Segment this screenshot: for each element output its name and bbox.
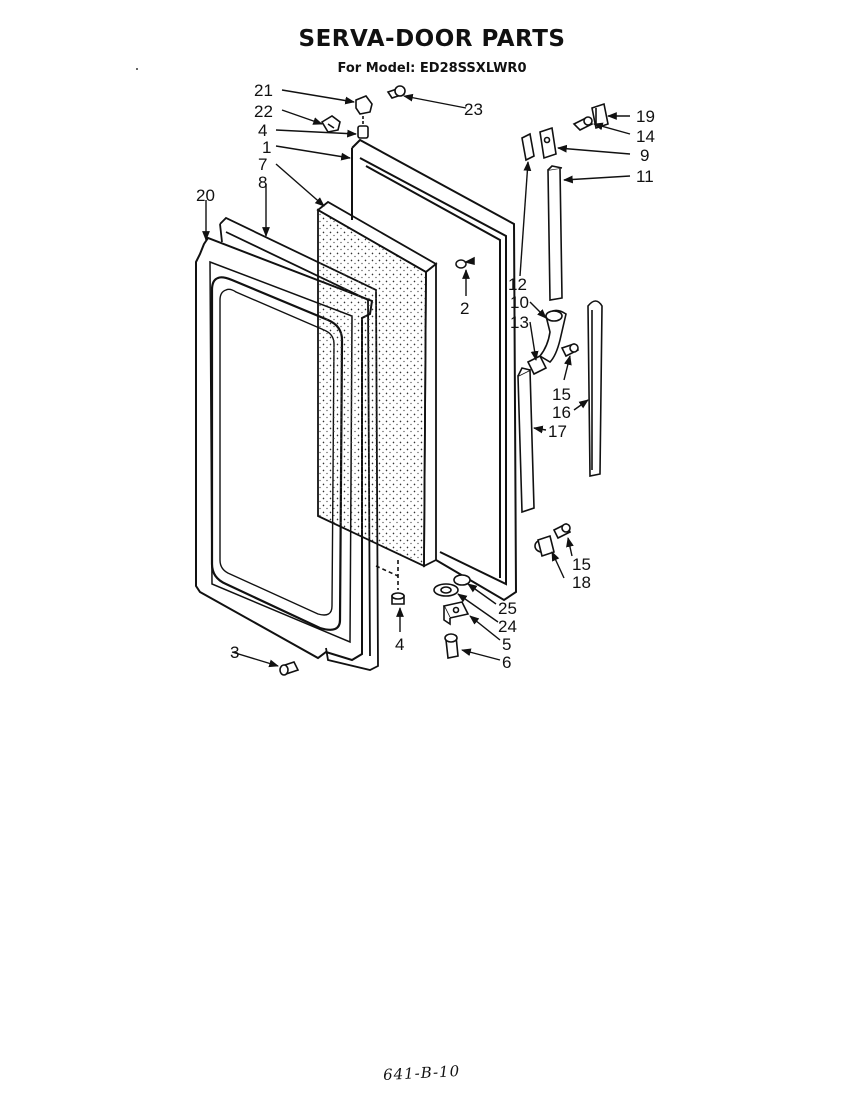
callout-16: 16 bbox=[552, 403, 571, 422]
washer-part-25 bbox=[453, 574, 471, 586]
callout-23: 23 bbox=[464, 100, 483, 119]
outer-door-panel-part-1 bbox=[351, 138, 518, 602]
callout-20: 20 bbox=[196, 186, 215, 205]
callout-14: 14 bbox=[636, 127, 655, 146]
page-title: SERVA-DOOR PARTS bbox=[298, 26, 566, 52]
callout-17: 17 bbox=[548, 422, 567, 441]
callout-2: 2 bbox=[460, 299, 469, 318]
handle-part-16 bbox=[587, 300, 603, 477]
bottom-hinge-assembly bbox=[375, 560, 471, 659]
bushing-part-4-top bbox=[357, 125, 369, 139]
right-middle-parts bbox=[517, 300, 603, 514]
screw-part-3 bbox=[279, 661, 300, 676]
callout-10: 10 bbox=[510, 293, 529, 312]
callout-4-bottom: 4 bbox=[395, 635, 404, 654]
callout-12: 12 bbox=[508, 275, 527, 294]
callout-labels: 21 22 23 4 1 7 8 20 2 3 4 25 24 5 6 19 1… bbox=[196, 81, 655, 672]
top-hinge-assembly bbox=[320, 85, 406, 139]
strip-part-17 bbox=[517, 368, 535, 514]
callout-5: 5 bbox=[502, 635, 511, 654]
callout-7: 7 bbox=[258, 155, 267, 174]
callout-3: 3 bbox=[230, 643, 239, 662]
callout-8: 8 bbox=[258, 173, 267, 192]
right-top-parts bbox=[521, 102, 609, 301]
callout-15-upper: 15 bbox=[552, 385, 571, 404]
callout-21: 21 bbox=[254, 81, 273, 100]
shim-part-22 bbox=[320, 115, 341, 133]
clip-part-12 bbox=[521, 132, 535, 162]
callout-4-top: 4 bbox=[258, 121, 267, 140]
hinge-part-21 bbox=[355, 95, 373, 115]
scan-speck bbox=[136, 68, 138, 70]
callout-22: 22 bbox=[254, 102, 273, 121]
strip-part-11 bbox=[547, 167, 563, 301]
screw-part-2 bbox=[455, 256, 475, 269]
model-subtitle: For Model: ED28SSXLWR0 bbox=[337, 61, 527, 76]
foam-insulation-part-7 bbox=[316, 200, 438, 568]
callout-1: 1 bbox=[262, 138, 271, 157]
callout-25: 25 bbox=[498, 599, 517, 618]
callout-13: 13 bbox=[510, 313, 529, 332]
callout-18: 18 bbox=[572, 573, 591, 592]
callout-15-lower: 15 bbox=[572, 555, 591, 574]
callout-11: 11 bbox=[636, 167, 654, 186]
callout-24: 24 bbox=[498, 617, 517, 636]
callout-6: 6 bbox=[502, 653, 511, 672]
leader-lines bbox=[202, 89, 631, 668]
callout-19: 19 bbox=[636, 107, 655, 126]
right-bottom-parts bbox=[534, 522, 572, 558]
callout-9: 9 bbox=[640, 146, 649, 165]
